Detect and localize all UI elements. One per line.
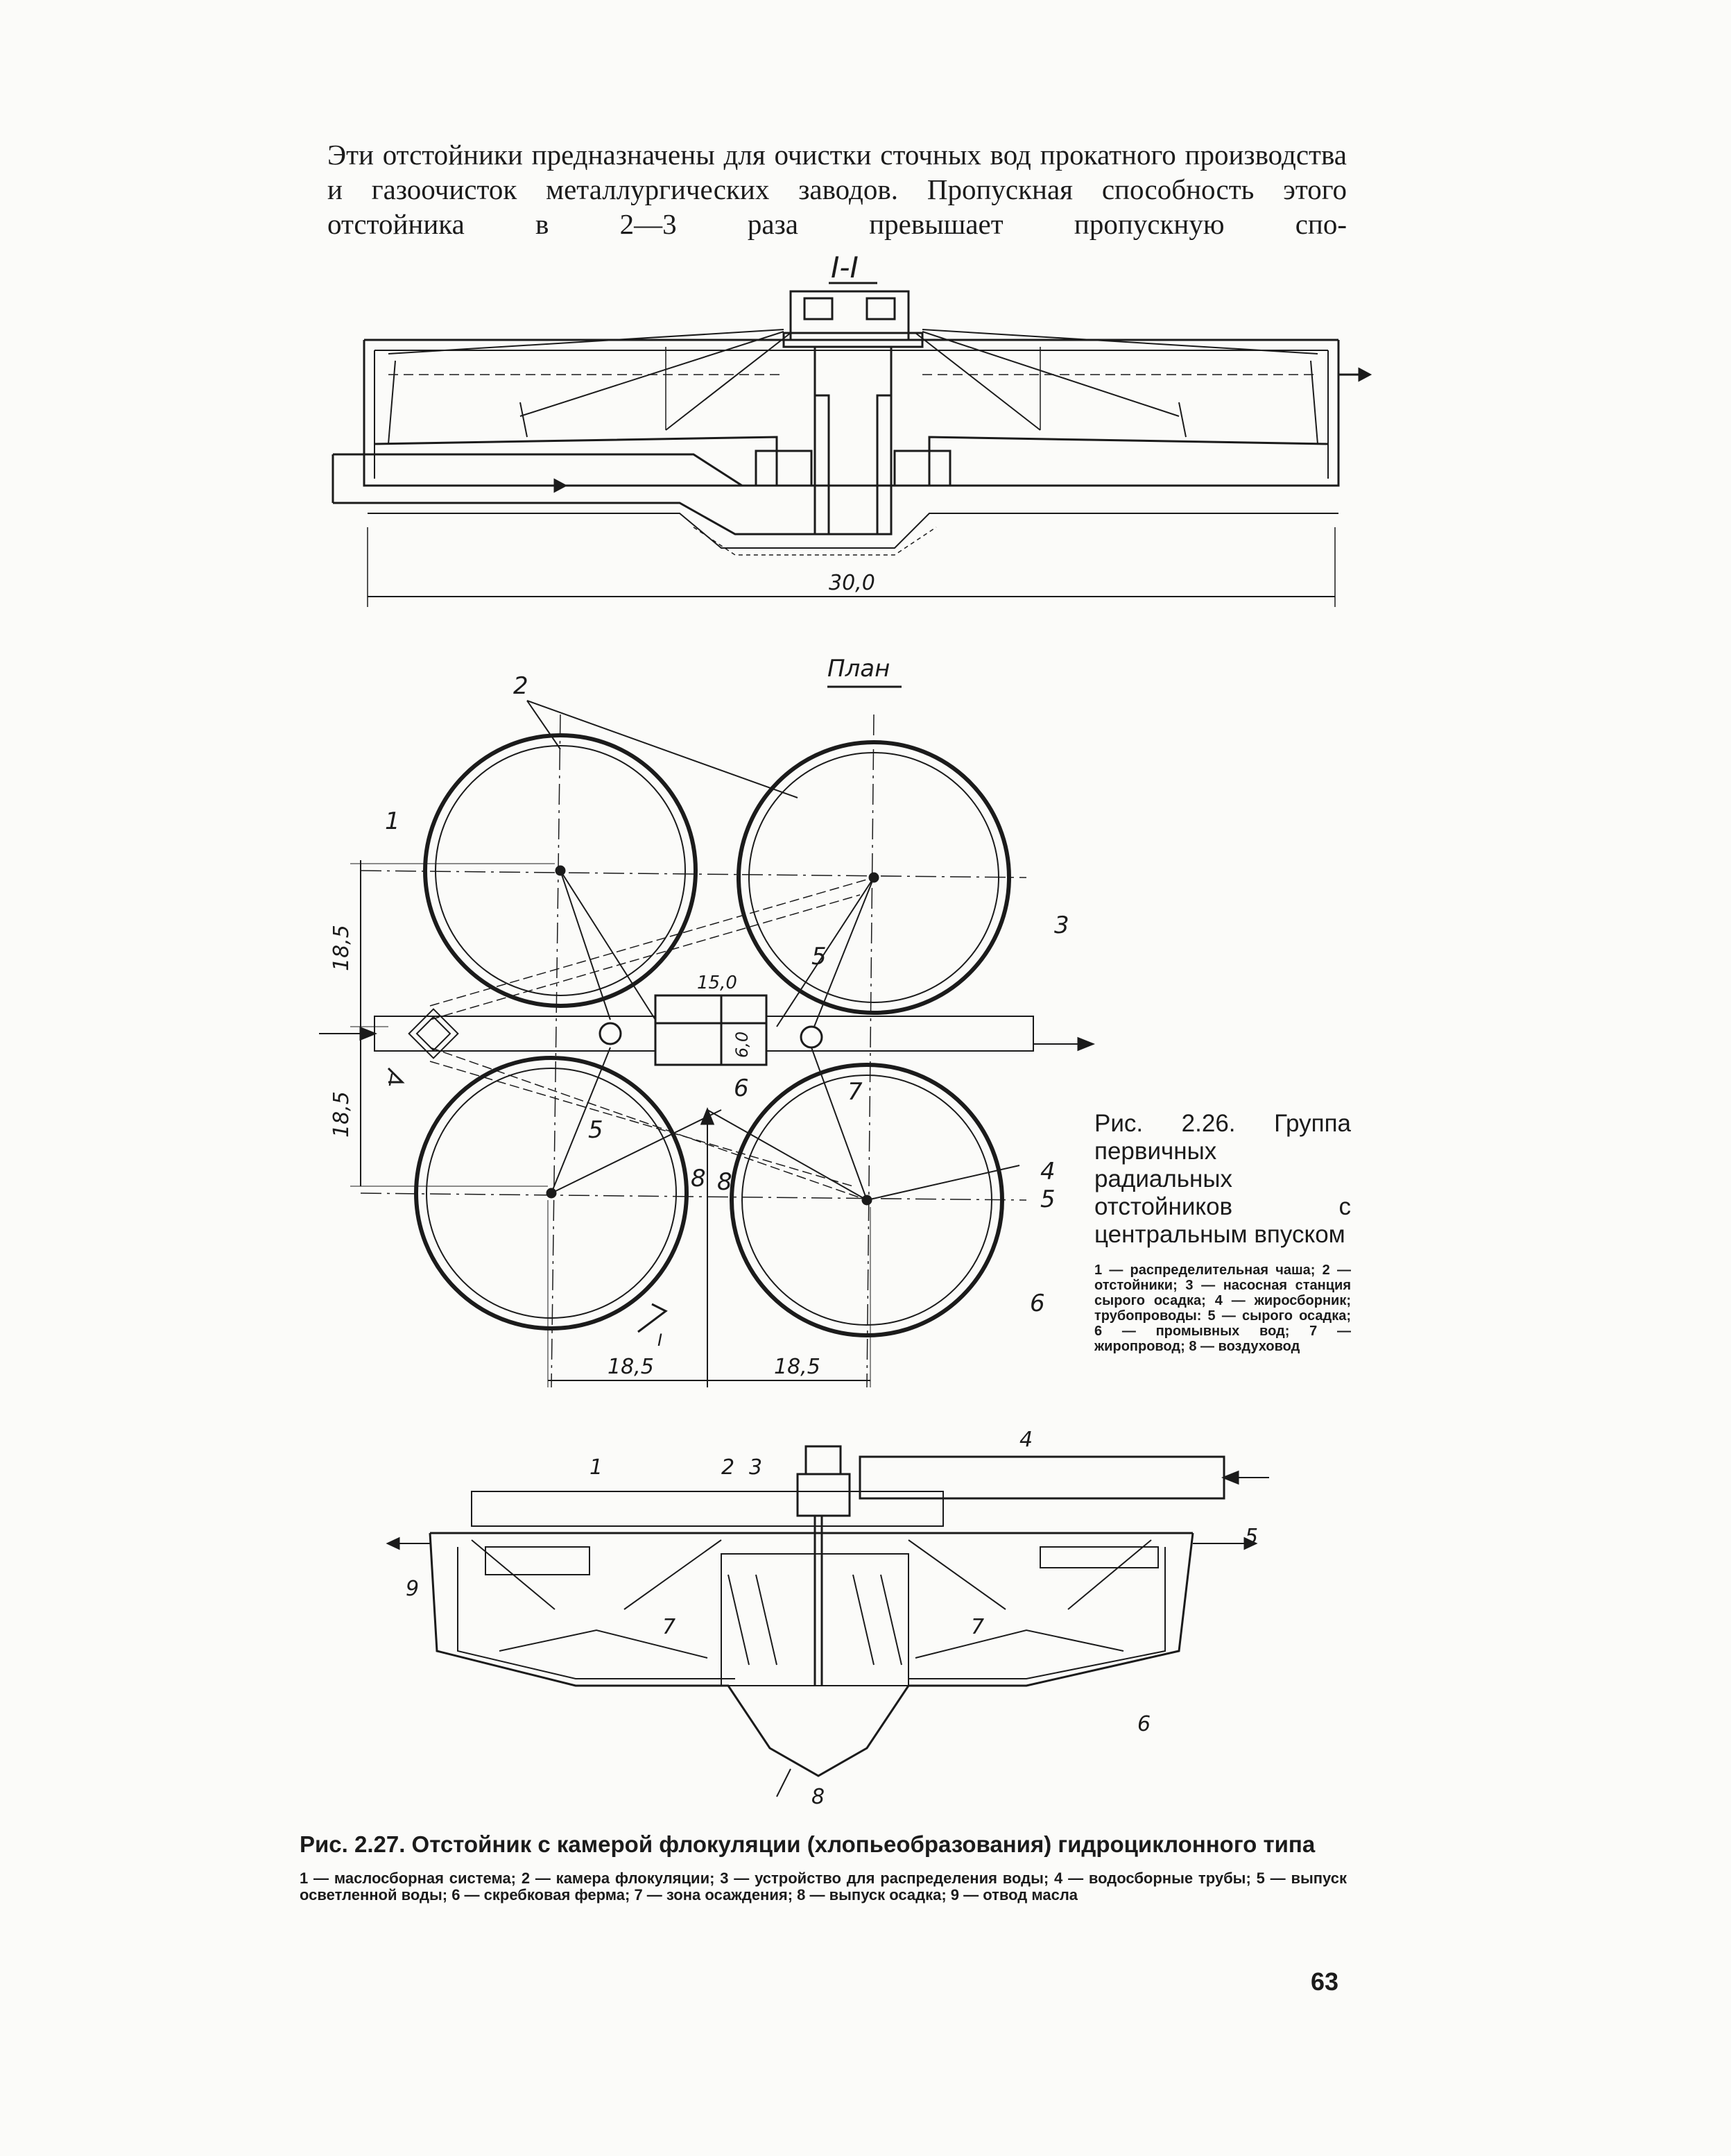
label-6: 6: [1137, 1712, 1151, 1736]
label-4: 4: [1019, 1428, 1033, 1452]
dim-left-bottom: 18,5: [329, 1091, 354, 1138]
label-1: 1: [385, 807, 400, 835]
label-5: 5: [1245, 1525, 1258, 1549]
label-2: 2: [721, 1455, 734, 1480]
figure-2-27-caption: Рис. 2.27. Отстойник с камерой флокуляци…: [300, 1831, 1347, 1903]
dim-box-width: 15,0: [697, 973, 737, 993]
figure-2-26-caption: Рис. 2.26. Группа первичных радиальных о…: [1094, 1110, 1351, 1354]
figure-section-drawing: I-I 30,0: [331, 250, 1372, 607]
label-4: 4: [1040, 1158, 1056, 1186]
label-8: 8: [811, 1785, 825, 1809]
label-7b: 7: [971, 1615, 984, 1639]
label-5a: 5: [811, 943, 827, 970]
dim-box-height: 6,0: [732, 1032, 752, 1058]
caption-legend: 1 — распределительная чаша; 2 — отстойни…: [1094, 1263, 1351, 1354]
caption-legend: 1 — маслосборная система; 2 — камера фло…: [300, 1870, 1347, 1903]
section-mark-top: I: [388, 1070, 393, 1090]
label-2: 2: [513, 672, 528, 700]
label-5b: 5: [588, 1116, 603, 1144]
label-3: 3: [1054, 912, 1069, 939]
label-6b: 6: [1030, 1290, 1045, 1317]
figure-settler-drawing: 1 2 3 4 5 6 7 7 8 9: [386, 1428, 1269, 1809]
dim-left-top: 18,5: [329, 925, 354, 971]
label-8b: 8: [717, 1168, 732, 1196]
caption-title: Рис. 2.27. Отстойник с камерой флокуляци…: [300, 1831, 1316, 1857]
dimension-label: 30,0: [829, 571, 875, 595]
label-8a: 8: [691, 1165, 706, 1192]
plan-label: План: [827, 655, 890, 683]
label-5c: 5: [1040, 1186, 1056, 1213]
label-1: 1: [589, 1455, 603, 1480]
caption-title: Рис. 2.26. Группа первичных радиальных о…: [1094, 1110, 1351, 1248]
label-9: 9: [406, 1577, 419, 1601]
body-paragraph: Эти отстойники предназначены для очистки…: [327, 139, 1347, 240]
label-7: 7: [847, 1078, 863, 1106]
dim-bottom-right: 18,5: [774, 1355, 820, 1379]
label-3: 3: [749, 1455, 762, 1480]
figure-plan-drawing: План: [319, 655, 1096, 1388]
label-6a: 6: [734, 1075, 749, 1102]
dim-bottom-left: 18,5: [608, 1355, 654, 1379]
page-number: 63: [1311, 1967, 1339, 1996]
label-7a: 7: [662, 1615, 675, 1639]
section-mark-bottom: I: [657, 1331, 662, 1350]
section-label: I-I: [831, 250, 859, 284]
